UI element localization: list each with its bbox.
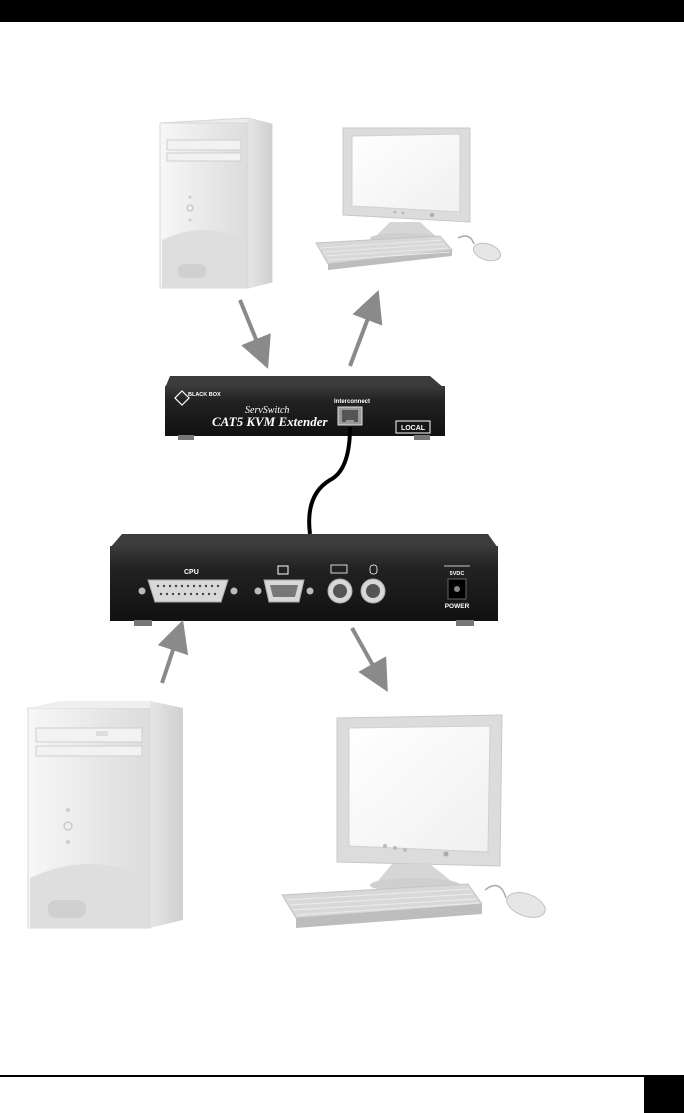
cat5-cable bbox=[309, 427, 350, 534]
local-monitor-icon bbox=[343, 128, 470, 243]
page-tab-block bbox=[644, 1077, 684, 1113]
power-rating-label: 5VDC bbox=[450, 571, 465, 577]
remote-mouse-icon bbox=[485, 886, 549, 923]
arrow-remote-pc-to-unit-icon bbox=[162, 635, 178, 683]
arrow-local-to-monitor-icon bbox=[350, 305, 373, 366]
remote-monitor-icon bbox=[337, 715, 502, 892]
local-mouse-icon bbox=[458, 236, 503, 264]
arrow-pc-to-local-icon bbox=[240, 300, 262, 354]
local-pc-tower-icon bbox=[160, 118, 272, 288]
arrow-unit-to-remote-monitor-icon bbox=[352, 628, 380, 678]
remote-pc-tower-icon bbox=[28, 701, 183, 928]
remote-unit-box: CPU 5VDC bbox=[110, 534, 498, 626]
footer-rule bbox=[0, 1075, 684, 1077]
local-keyboard-icon bbox=[316, 236, 452, 270]
brand-label: BLACK BOX bbox=[188, 392, 221, 398]
local-unit-box: BLACK BOX ServSwitch CAT5 KVM Extender I… bbox=[165, 376, 445, 440]
cpu-port-label: CPU bbox=[184, 569, 199, 576]
rj45-port-icon bbox=[338, 407, 362, 425]
local-tag-label: LOCAL bbox=[401, 425, 426, 432]
product-name-label: CAT5 KVM Extender bbox=[212, 414, 329, 429]
interconnect-label: Interconnect bbox=[334, 399, 370, 405]
power-label: POWER bbox=[445, 603, 470, 610]
remote-keyboard-icon bbox=[282, 884, 482, 928]
